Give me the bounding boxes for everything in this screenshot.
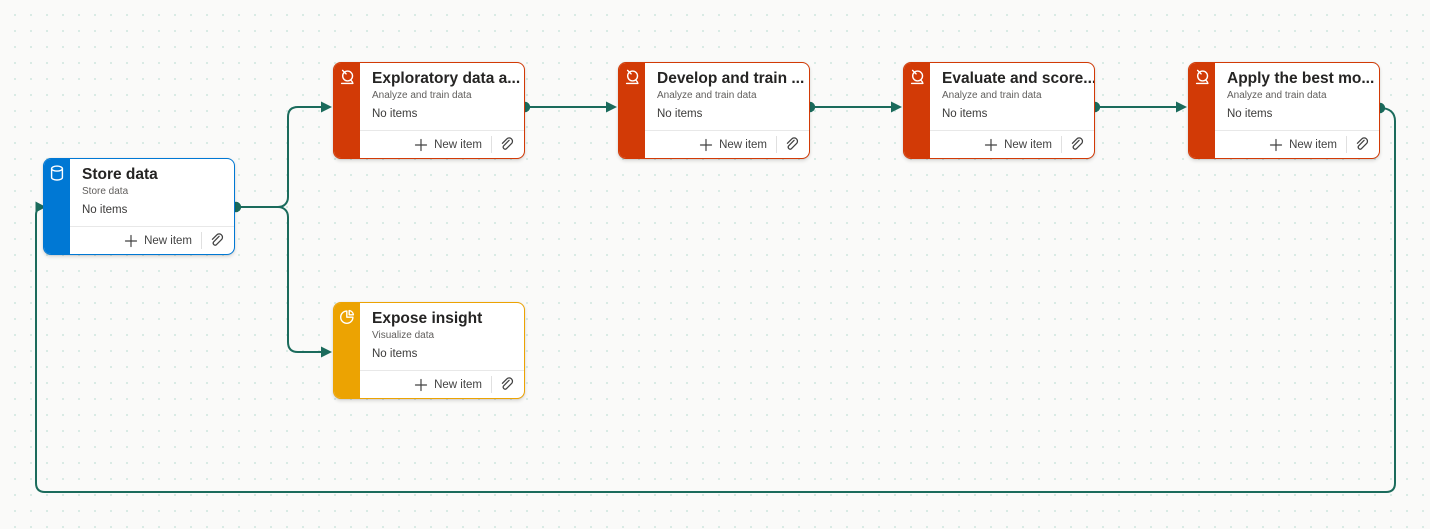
footer-divider (1061, 136, 1062, 153)
arrowhead-into-exploratory (321, 101, 332, 113)
new-item-label: New item (719, 138, 767, 151)
node-card-exploratory-data-analysis[interactable]: Exploratory data a... Analyze and train … (333, 62, 525, 159)
card-footer: New item (70, 226, 234, 254)
card-footer: New item (930, 130, 1094, 158)
card-title: Store data (82, 166, 158, 183)
card-footer: New item (360, 370, 524, 398)
card-status: No items (372, 348, 418, 361)
new-item-button[interactable]: New item (1260, 131, 1346, 158)
microscope-icon (625, 69, 639, 85)
card-title: Expose insight (372, 310, 483, 327)
node-card-evaluate-and-score[interactable]: Evaluate and score... Analyze and train … (903, 62, 1095, 159)
card-accent-stripe (44, 159, 70, 254)
new-item-button[interactable]: New item (405, 371, 491, 398)
card-status: No items (657, 108, 703, 121)
pie-chart-icon (340, 309, 355, 324)
attach-button[interactable] (1347, 131, 1375, 158)
new-item-label: New item (434, 378, 482, 391)
card-accent-stripe (619, 63, 645, 158)
plus-icon (699, 138, 713, 151)
footer-divider (491, 136, 492, 153)
new-item-label: New item (1004, 138, 1052, 151)
card-title: Exploratory data a... (372, 70, 521, 87)
card-subtitle: Analyze and train data (657, 90, 757, 102)
plus-icon (1269, 138, 1283, 151)
card-status: No items (1227, 108, 1273, 121)
card-accent-stripe (1189, 63, 1215, 158)
new-item-label: New item (144, 234, 192, 247)
arrowhead-into-store (35, 201, 46, 213)
edge-store-to-expose (277, 206, 323, 353)
arrowhead-into-apply (1176, 101, 1187, 113)
card-footer: New item (645, 130, 809, 158)
card-footer: New item (1215, 130, 1379, 158)
new-item-button[interactable]: New item (115, 227, 201, 254)
paperclip-icon (1071, 136, 1084, 150)
edge-store-to-exploratory (277, 106, 323, 208)
new-item-label: New item (1289, 138, 1337, 151)
card-accent-stripe (334, 303, 360, 398)
edge-apply-to-store-loop (35, 107, 1396, 493)
arrowhead-into-develop (606, 101, 617, 113)
microscope-icon (910, 69, 924, 85)
arrowhead-into-evaluate (891, 101, 902, 113)
footer-divider (776, 136, 777, 153)
card-footer: New item (360, 130, 524, 158)
new-item-button[interactable]: New item (690, 131, 776, 158)
footer-divider (1346, 136, 1347, 153)
microscope-icon (1195, 69, 1209, 85)
card-subtitle: Analyze and train data (372, 90, 472, 102)
plus-icon (414, 378, 428, 391)
attach-button[interactable] (492, 131, 520, 158)
card-title: Apply the best mo... (1227, 70, 1375, 87)
card-title: Evaluate and score... (942, 70, 1094, 87)
card-accent-stripe (334, 63, 360, 158)
attach-button[interactable] (492, 371, 520, 398)
card-subtitle: Visualize data (372, 330, 435, 342)
paperclip-icon (786, 136, 799, 150)
node-card-develop-and-train[interactable]: Develop and train ... Analyze and train … (618, 62, 810, 159)
card-accent-stripe (904, 63, 930, 158)
paperclip-icon (211, 232, 224, 246)
paperclip-icon (1356, 136, 1369, 150)
node-card-store-data[interactable]: Store data Store data No items New item (43, 158, 235, 255)
card-subtitle: Store data (82, 186, 129, 198)
card-status: No items (82, 204, 128, 217)
footer-divider (201, 232, 202, 249)
node-card-expose-insight[interactable]: Expose insight Visualize data No items N… (333, 302, 525, 399)
card-subtitle: Analyze and train data (1227, 90, 1327, 102)
card-status: No items (942, 108, 988, 121)
arrowhead-into-expose (321, 346, 332, 358)
card-subtitle: Analyze and train data (942, 90, 1042, 102)
node-card-apply-best-model[interactable]: Apply the best mo... Analyze and train d… (1188, 62, 1380, 159)
new-item-button[interactable]: New item (975, 131, 1061, 158)
new-item-button[interactable]: New item (405, 131, 491, 158)
plus-icon (984, 138, 998, 151)
plus-icon (124, 234, 138, 247)
paperclip-icon (501, 136, 514, 150)
attach-button[interactable] (777, 131, 805, 158)
paperclip-icon (501, 376, 514, 390)
card-title: Develop and train ... (657, 70, 805, 87)
new-item-label: New item (434, 138, 482, 151)
attach-button[interactable] (1062, 131, 1090, 158)
card-status: No items (372, 108, 418, 121)
footer-divider (491, 376, 492, 393)
plus-icon (414, 138, 428, 151)
microscope-icon (340, 69, 354, 85)
database-icon (50, 165, 64, 181)
attach-button[interactable] (202, 227, 230, 254)
